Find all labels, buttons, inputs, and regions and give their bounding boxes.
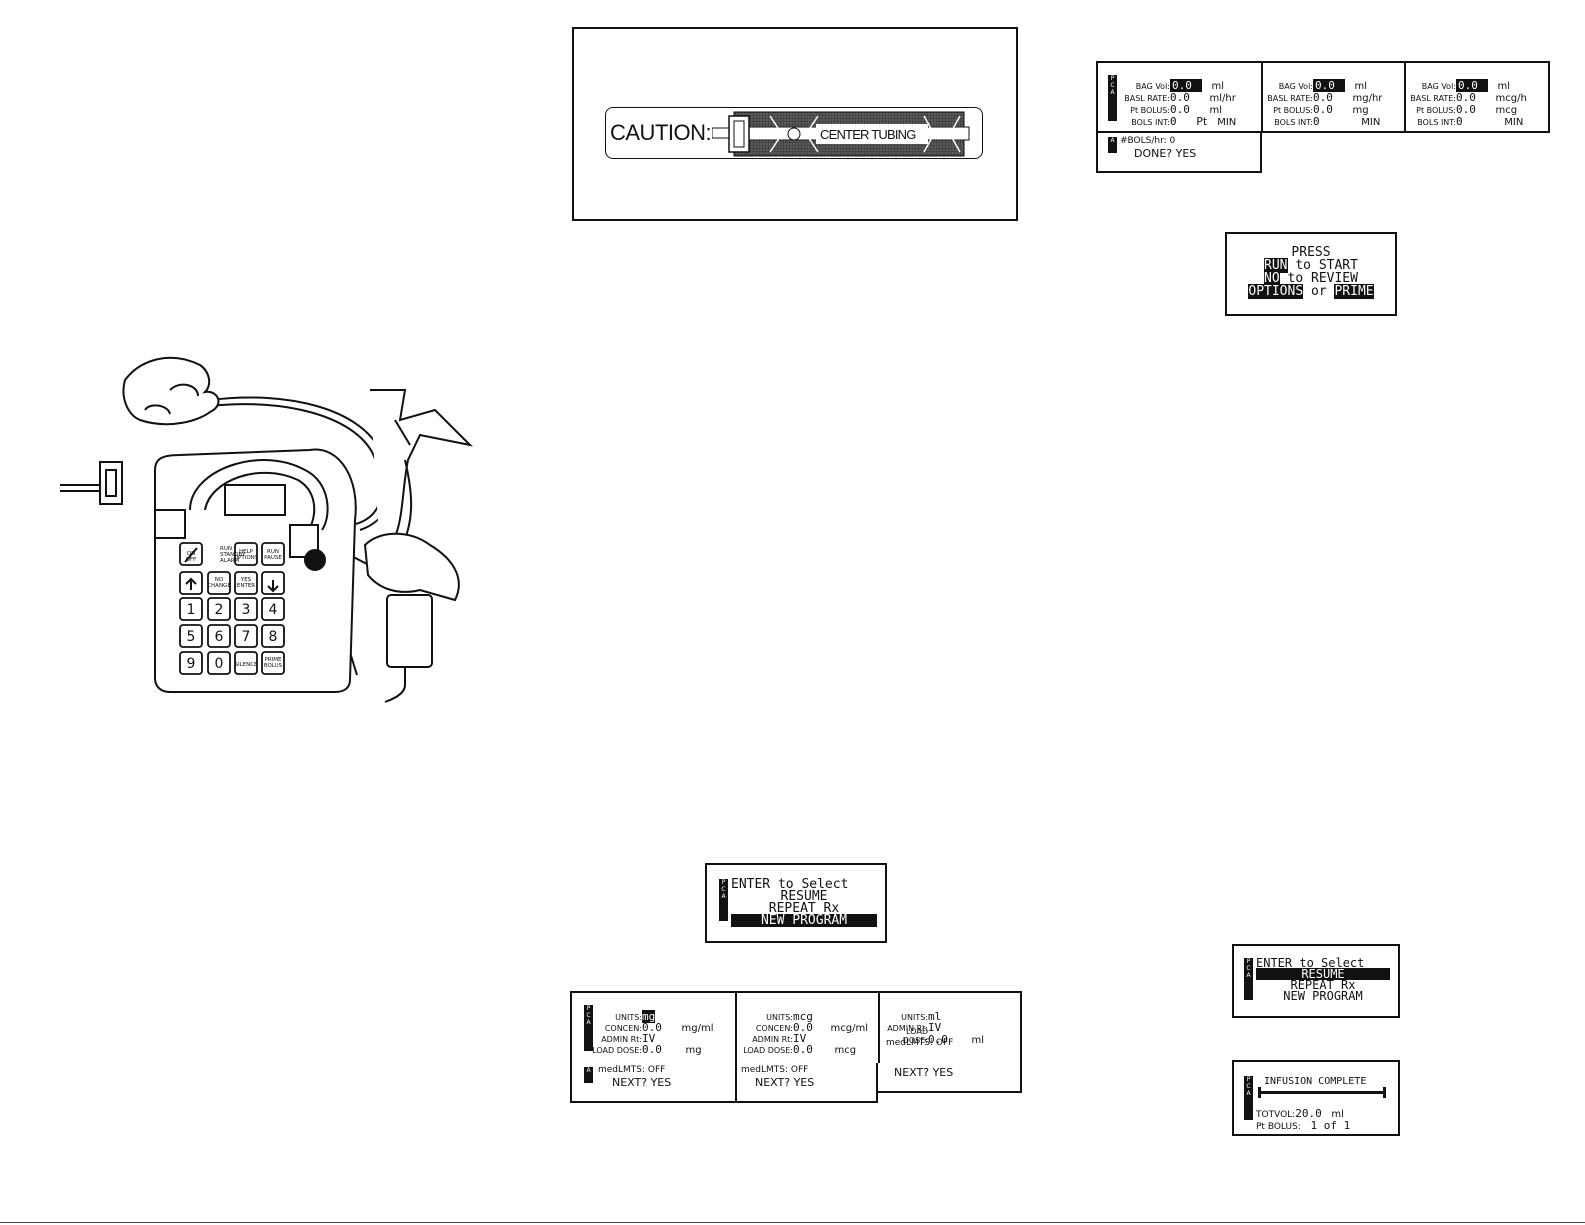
svg-text:BOLUS: BOLUS <box>264 663 283 669</box>
key-1: 1 <box>187 602 196 618</box>
svg-text:PRIME: PRIME <box>265 657 283 663</box>
svg-text:2: 2 <box>215 602 224 618</box>
svg-text:RUN: RUN <box>267 549 279 555</box>
infusion-progress-bar <box>1258 1091 1386 1094</box>
svg-text:STANDBY: STANDBY <box>220 552 246 558</box>
center-tubing-text: CENTER TUBING <box>820 127 916 142</box>
bag-screen-2: BAG Vol:0.0 ml BASL RATE:0.0 mg/hr Pt BO… <box>1263 63 1406 131</box>
svg-text:4: 4 <box>269 602 278 618</box>
next-display-3: NEXT? YES <box>876 1063 1022 1093</box>
svg-text:8: 8 <box>269 629 278 645</box>
svg-text:7: 7 <box>242 629 251 645</box>
svg-text:9: 9 <box>187 656 196 672</box>
units-screen-3: UNITS:ml ADMIN Rt:IV LOAD DOSE:0.0 ml me… <box>886 1010 985 1048</box>
svg-text:YES: YES <box>240 577 252 583</box>
caution-label-plate <box>605 107 983 159</box>
page-bottom-rule <box>0 1222 1585 1223</box>
svg-text:SILENCE: SILENCE <box>234 662 258 668</box>
svg-text:3: 3 <box>242 602 251 618</box>
pca-tag-small: A <box>1108 137 1117 153</box>
tubing-diagram-icon <box>712 111 970 157</box>
units-screen-2: UNITS:mcg CONCEN:0.0 mcg/ml ADMIN Rt:IV … <box>737 993 880 1063</box>
svg-text:ENTER: ENTER <box>237 583 255 589</box>
svg-text:PAUSE: PAUSE <box>264 555 282 561</box>
caution-text: CAUTION: <box>610 120 712 145</box>
units-screen-1: UNITS:mg CONCEN:0.0 mg/ml ADMIN Rt:IV LO… <box>572 993 737 1063</box>
pca-tag-small: A <box>584 1067 593 1083</box>
press-run-display: PRESS RUN to START NO to REVIEW OPTIONS … <box>1225 232 1397 316</box>
svg-text:RUN: RUN <box>220 546 232 552</box>
svg-text:5: 5 <box>187 629 196 645</box>
svg-text:NO: NO <box>215 577 224 583</box>
bols-hr-display: A #BOLS/hr: 0 DONE? YES <box>1096 131 1262 173</box>
svg-text:ALARM: ALARM <box>220 558 240 564</box>
svg-text:6: 6 <box>215 629 224 645</box>
svg-text:CHANGE: CHANGE <box>207 583 231 589</box>
medlmts-display-1: A medLMTS: OFF NEXT? YES <box>570 1063 737 1103</box>
svg-text:OFF: OFF <box>186 557 197 563</box>
svg-text:OPTIONS: OPTIONS <box>234 555 259 561</box>
caution-panel <box>572 27 1018 221</box>
bag-screen-1: BAG Vol:0.0 ml BASL RATE:0.0 ml/hr Pt BO… <box>1098 63 1263 131</box>
bag-screen-3: BAG Vol:0.0 ml BASL RATE:0.0 mcg/h Pt BO… <box>1410 79 1527 128</box>
medlmts-display-2: medLMTS: OFF NEXT? YES <box>735 1063 878 1103</box>
svg-text:0: 0 <box>215 656 224 672</box>
svg-text:HELP: HELP <box>239 549 254 555</box>
